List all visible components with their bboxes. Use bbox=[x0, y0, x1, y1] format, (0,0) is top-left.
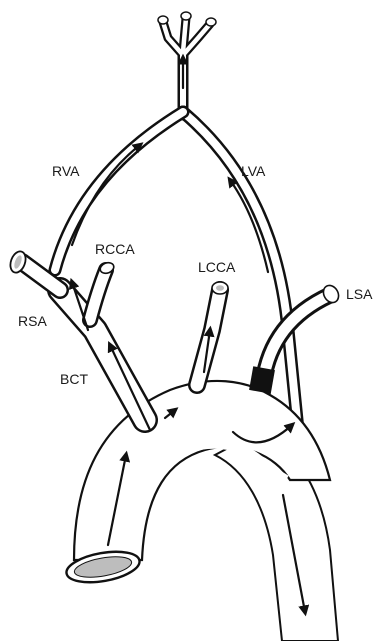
label-bct: BCT bbox=[60, 371, 88, 387]
labels: RVA LVA RCCA LCCA RSA LSA BCT bbox=[18, 163, 373, 387]
left-subclavian-artery bbox=[262, 283, 342, 395]
right-common-carotid-artery bbox=[90, 261, 115, 320]
label-lva: LVA bbox=[241, 163, 266, 179]
brachiocephalic-trunk bbox=[60, 290, 145, 420]
label-rcca: RCCA bbox=[95, 241, 135, 257]
label-lcca: LCCA bbox=[198, 259, 236, 275]
left-common-carotid-artery bbox=[197, 282, 228, 385]
label-rsa: RSA bbox=[18, 313, 47, 329]
occlusion-marker bbox=[249, 366, 275, 393]
label-lsa: LSA bbox=[346, 286, 373, 302]
basilar-artery bbox=[158, 12, 216, 115]
label-rva: RVA bbox=[52, 163, 80, 179]
